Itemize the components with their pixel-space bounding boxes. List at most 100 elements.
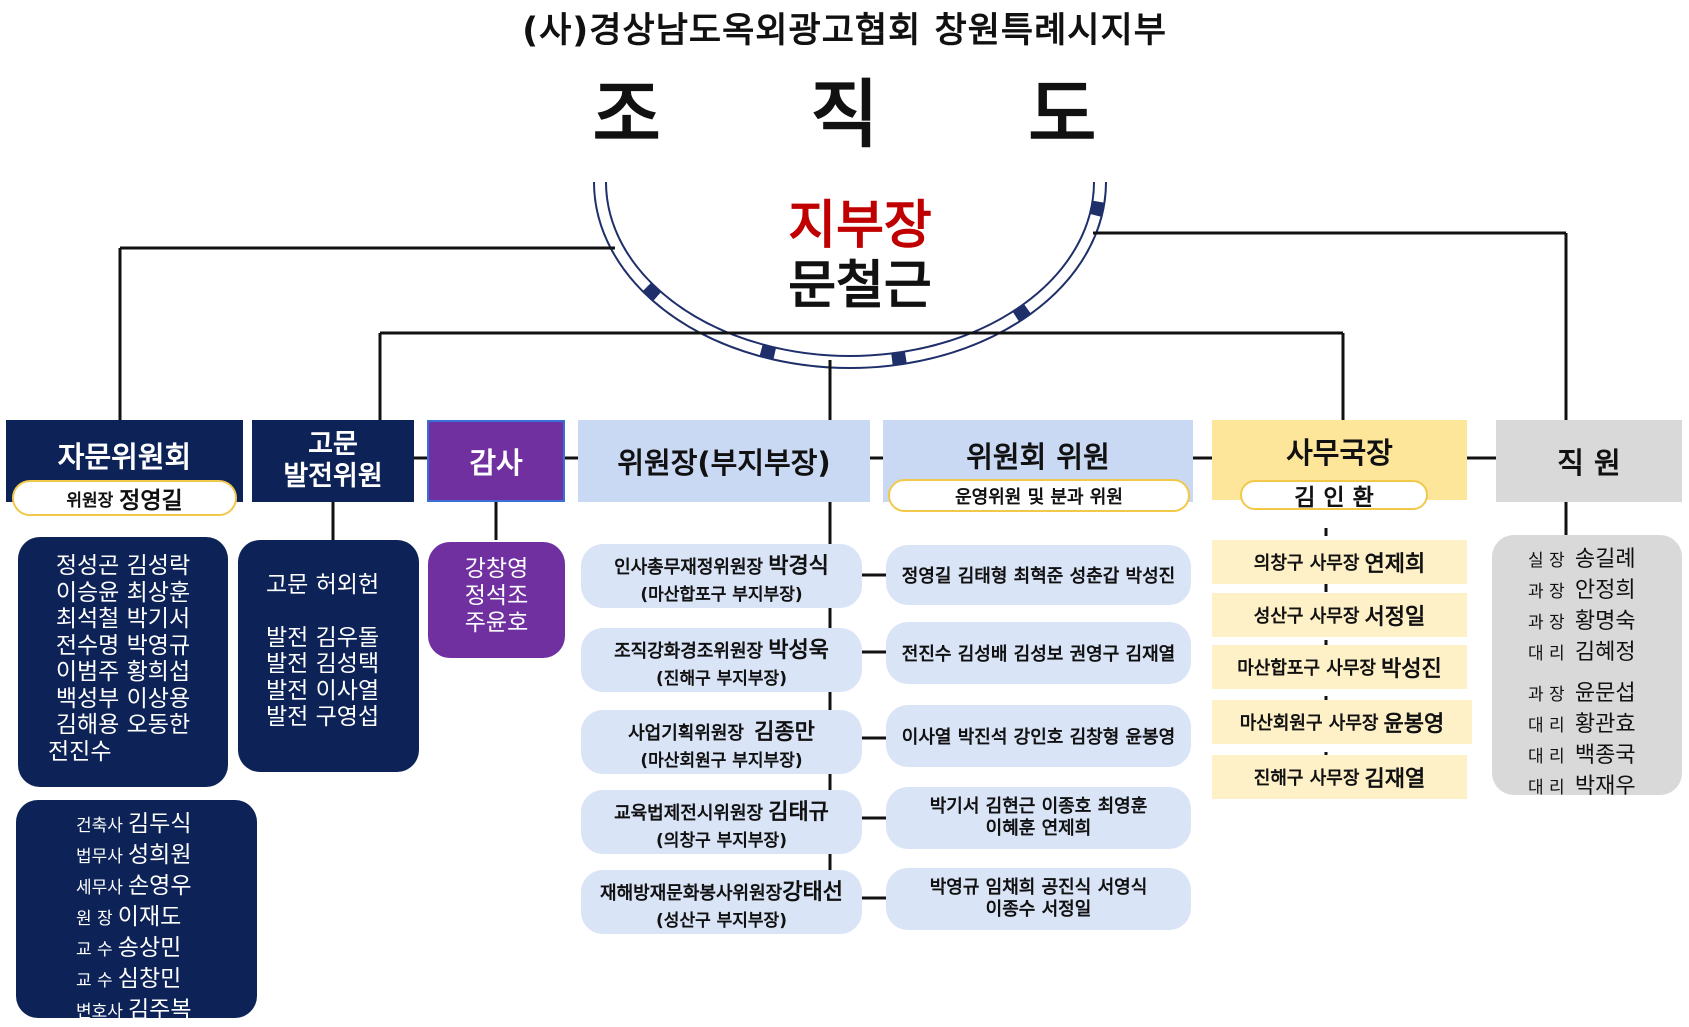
chair-sub: (진해구 부지부장) <box>656 668 787 689</box>
chair-card: 조직강화경조위원장 박성욱 (진해구 부지부장) <box>581 628 862 692</box>
head-name: 문철근 <box>788 256 932 316</box>
office-role: 의창구 사무장 <box>1253 553 1360 574</box>
staff-title: 대 리 <box>1528 644 1565 664</box>
expert-title: 건축사 <box>76 816 123 836</box>
expert-name: 송상민 <box>117 935 182 961</box>
chair-name: 박경식 <box>768 553 829 579</box>
staff-name: 황관효 <box>1574 712 1636 737</box>
office-item: 마산회원구 사무장 윤봉영 <box>1212 700 1472 744</box>
page-title: 조 직 도 <box>592 72 1159 158</box>
expert-name: 김두식 <box>128 811 192 837</box>
counsel-header-line1: 고문 <box>308 429 358 460</box>
chair-card: 인사총무재정위원장 박경식 (마산합포구 부지부장) <box>581 544 862 608</box>
chair-role: 조직강화경조위원장 <box>614 640 764 662</box>
staff-header: 직 원 <box>1496 420 1682 502</box>
audit-member: 정석조 <box>464 583 529 609</box>
advisory-chair-role: 위원장 <box>66 490 114 511</box>
staff-name: 황명숙 <box>1574 609 1636 634</box>
advisory-experts-box: 건축사 김두식 법무사 성희원 세무사 손영우 원 장 이재도 교 수 송상민 … <box>16 800 257 1023</box>
office-name: 김재열 <box>1364 767 1426 792</box>
committee-group-line: 이종수 서정일 <box>985 899 1092 920</box>
expert-title: 교 수 <box>76 940 113 960</box>
audit-members-box: 강창영 정석조 주윤호 <box>428 542 565 658</box>
staff-title: 과 장 <box>1528 685 1565 705</box>
secretary-name: 김 인 환 <box>1240 480 1428 511</box>
expert-title: 세무사 <box>76 878 123 898</box>
advisory-member: 백성부 이상용 <box>55 685 191 712</box>
audit-header-label: 감사 <box>469 446 523 480</box>
counsel-advisor: 고문 허외헌 <box>266 572 380 598</box>
staff-title: 대 리 <box>1528 716 1565 736</box>
staff-title: 과 장 <box>1528 613 1565 633</box>
staff-title: 대 리 <box>1528 778 1565 798</box>
counsel-members-box: 고문 허외헌 발전 김우돌 발전 김성택 발전 이사열 발전 구영섭 <box>238 540 419 772</box>
chair-card: 교육법제전시위원장 김태규 (의창구 부지부장) <box>581 790 862 854</box>
counsel-header: 고문 발전위원 <box>252 420 414 502</box>
advisory-member: 김해용 오동한 <box>55 712 191 738</box>
chair-role: 재해방재문화봉사위원장 <box>600 882 783 904</box>
counsel-header-line2: 발전위원 <box>283 461 383 492</box>
expert-title: 법무사 <box>76 847 123 867</box>
expert-name: 심창민 <box>117 966 182 992</box>
chair-name: 김태규 <box>768 799 829 825</box>
counsel-member: 발전 구영섭 <box>266 704 380 730</box>
advisory-member: 전진수 <box>48 738 112 765</box>
advisory-member: 이범주 황희섭 <box>55 659 191 685</box>
chair-card: 재해방재문화봉사위원장강태선 (성산구 부지부장) <box>581 870 862 934</box>
committee-header-label: 위원회 위원 <box>966 440 1110 474</box>
chair-role: 사업기획위원장 <box>628 722 744 744</box>
audit-header: 감사 <box>427 420 565 502</box>
org-title: (사)경상남도옥외광고협회 창원특례시지부 <box>522 11 1167 51</box>
staff-title: 과 장 <box>1528 582 1565 602</box>
head-role: 지부장 <box>788 196 932 256</box>
office-item: 진해구 사무장 김재열 <box>1212 755 1467 799</box>
committee-group: 전진수 김성배 김성보 권영구 김재열 <box>886 622 1191 684</box>
office-item: 의창구 사무장 연제희 <box>1212 540 1467 584</box>
staff-name: 박재우 <box>1574 774 1636 799</box>
chairs-header: 위원장(부지부장) <box>578 420 870 502</box>
staff-title: 대 리 <box>1528 747 1565 767</box>
chair-sub: (의창구 부지부장) <box>656 830 787 851</box>
staff-title: 실 장 <box>1528 551 1565 571</box>
secretary-header-label: 사무국장 <box>1286 436 1393 470</box>
counsel-member: 발전 이사열 <box>266 677 380 704</box>
staff-name: 윤문섭 <box>1574 681 1636 706</box>
committee-group-line: 전진수 김성배 김성보 권영구 김재열 <box>901 644 1176 665</box>
audit-member: 주윤호 <box>464 610 529 636</box>
office-item: 마산합포구 사무장 박성진 <box>1212 645 1467 689</box>
committee-group: 박영규 임채희 공진식 서영식 이종수 서정일 <box>886 868 1191 930</box>
committee-group-line: 이혜훈 연제희 <box>985 818 1092 839</box>
advisory-member: 이승윤 최상훈 <box>55 579 191 606</box>
expert-name: 성희원 <box>128 842 192 868</box>
expert-title: 변호사 <box>76 1002 123 1022</box>
office-name: 윤봉영 <box>1383 712 1445 737</box>
office-role: 진해구 사무장 <box>1253 768 1360 789</box>
chair-role: 교육법제전시위원장 <box>614 802 764 824</box>
advisory-chair-name: 정영길 <box>119 488 183 514</box>
audit-member: 강창영 <box>464 556 529 582</box>
expert-title: 교 수 <box>76 971 113 991</box>
staff-name: 안정희 <box>1574 578 1636 603</box>
office-name: 서정일 <box>1364 605 1426 630</box>
committee-pill: 운영위원 및 분과 위원 <box>888 479 1190 512</box>
committee-group: 박기서 김현근 이종호 최영훈 이혜훈 연제희 <box>886 787 1191 849</box>
chair-card: 사업기획위원장 김종만 (마산회원구 부지부장) <box>581 710 862 774</box>
expert-name: 손영우 <box>128 873 192 899</box>
advisory-member: 최석철 박기서 <box>55 606 191 632</box>
advisory-chair-pill: 위원장 정영길 <box>12 480 237 516</box>
advisory-member: 전수명 박영규 <box>55 632 191 659</box>
counsel-member: 발전 김우돌 <box>266 624 380 651</box>
committee-group-line: 박영규 임채희 공진식 서영식 <box>929 877 1148 898</box>
office-role: 마산회원구 사무장 <box>1239 713 1379 734</box>
staff-name: 백종국 <box>1574 743 1636 768</box>
office-item: 성산구 사무장 서정일 <box>1212 593 1467 637</box>
expert-title: 원 장 <box>76 909 113 929</box>
counsel-member: 발전 김성택 <box>266 651 380 677</box>
chair-sub: (마산합포구 부지부장) <box>640 584 803 605</box>
advisory-members-box: 정성곤 김성락 이승윤 최상훈 최석철 박기서 전수명 박영규 이범주 황희섭 … <box>18 537 228 787</box>
committee-group-line: 이사열 박진석 강인호 김창형 윤봉영 <box>901 727 1176 748</box>
office-name: 연제희 <box>1364 552 1426 577</box>
staff-box: 실 장 송길례 과 장 안정희 과 장 황명숙 대 리 김혜정 과 장 윤문섭 … <box>1492 535 1682 799</box>
chairs-header-label: 위원장(부지부장) <box>617 446 831 480</box>
chair-name: 김종만 <box>754 719 815 745</box>
